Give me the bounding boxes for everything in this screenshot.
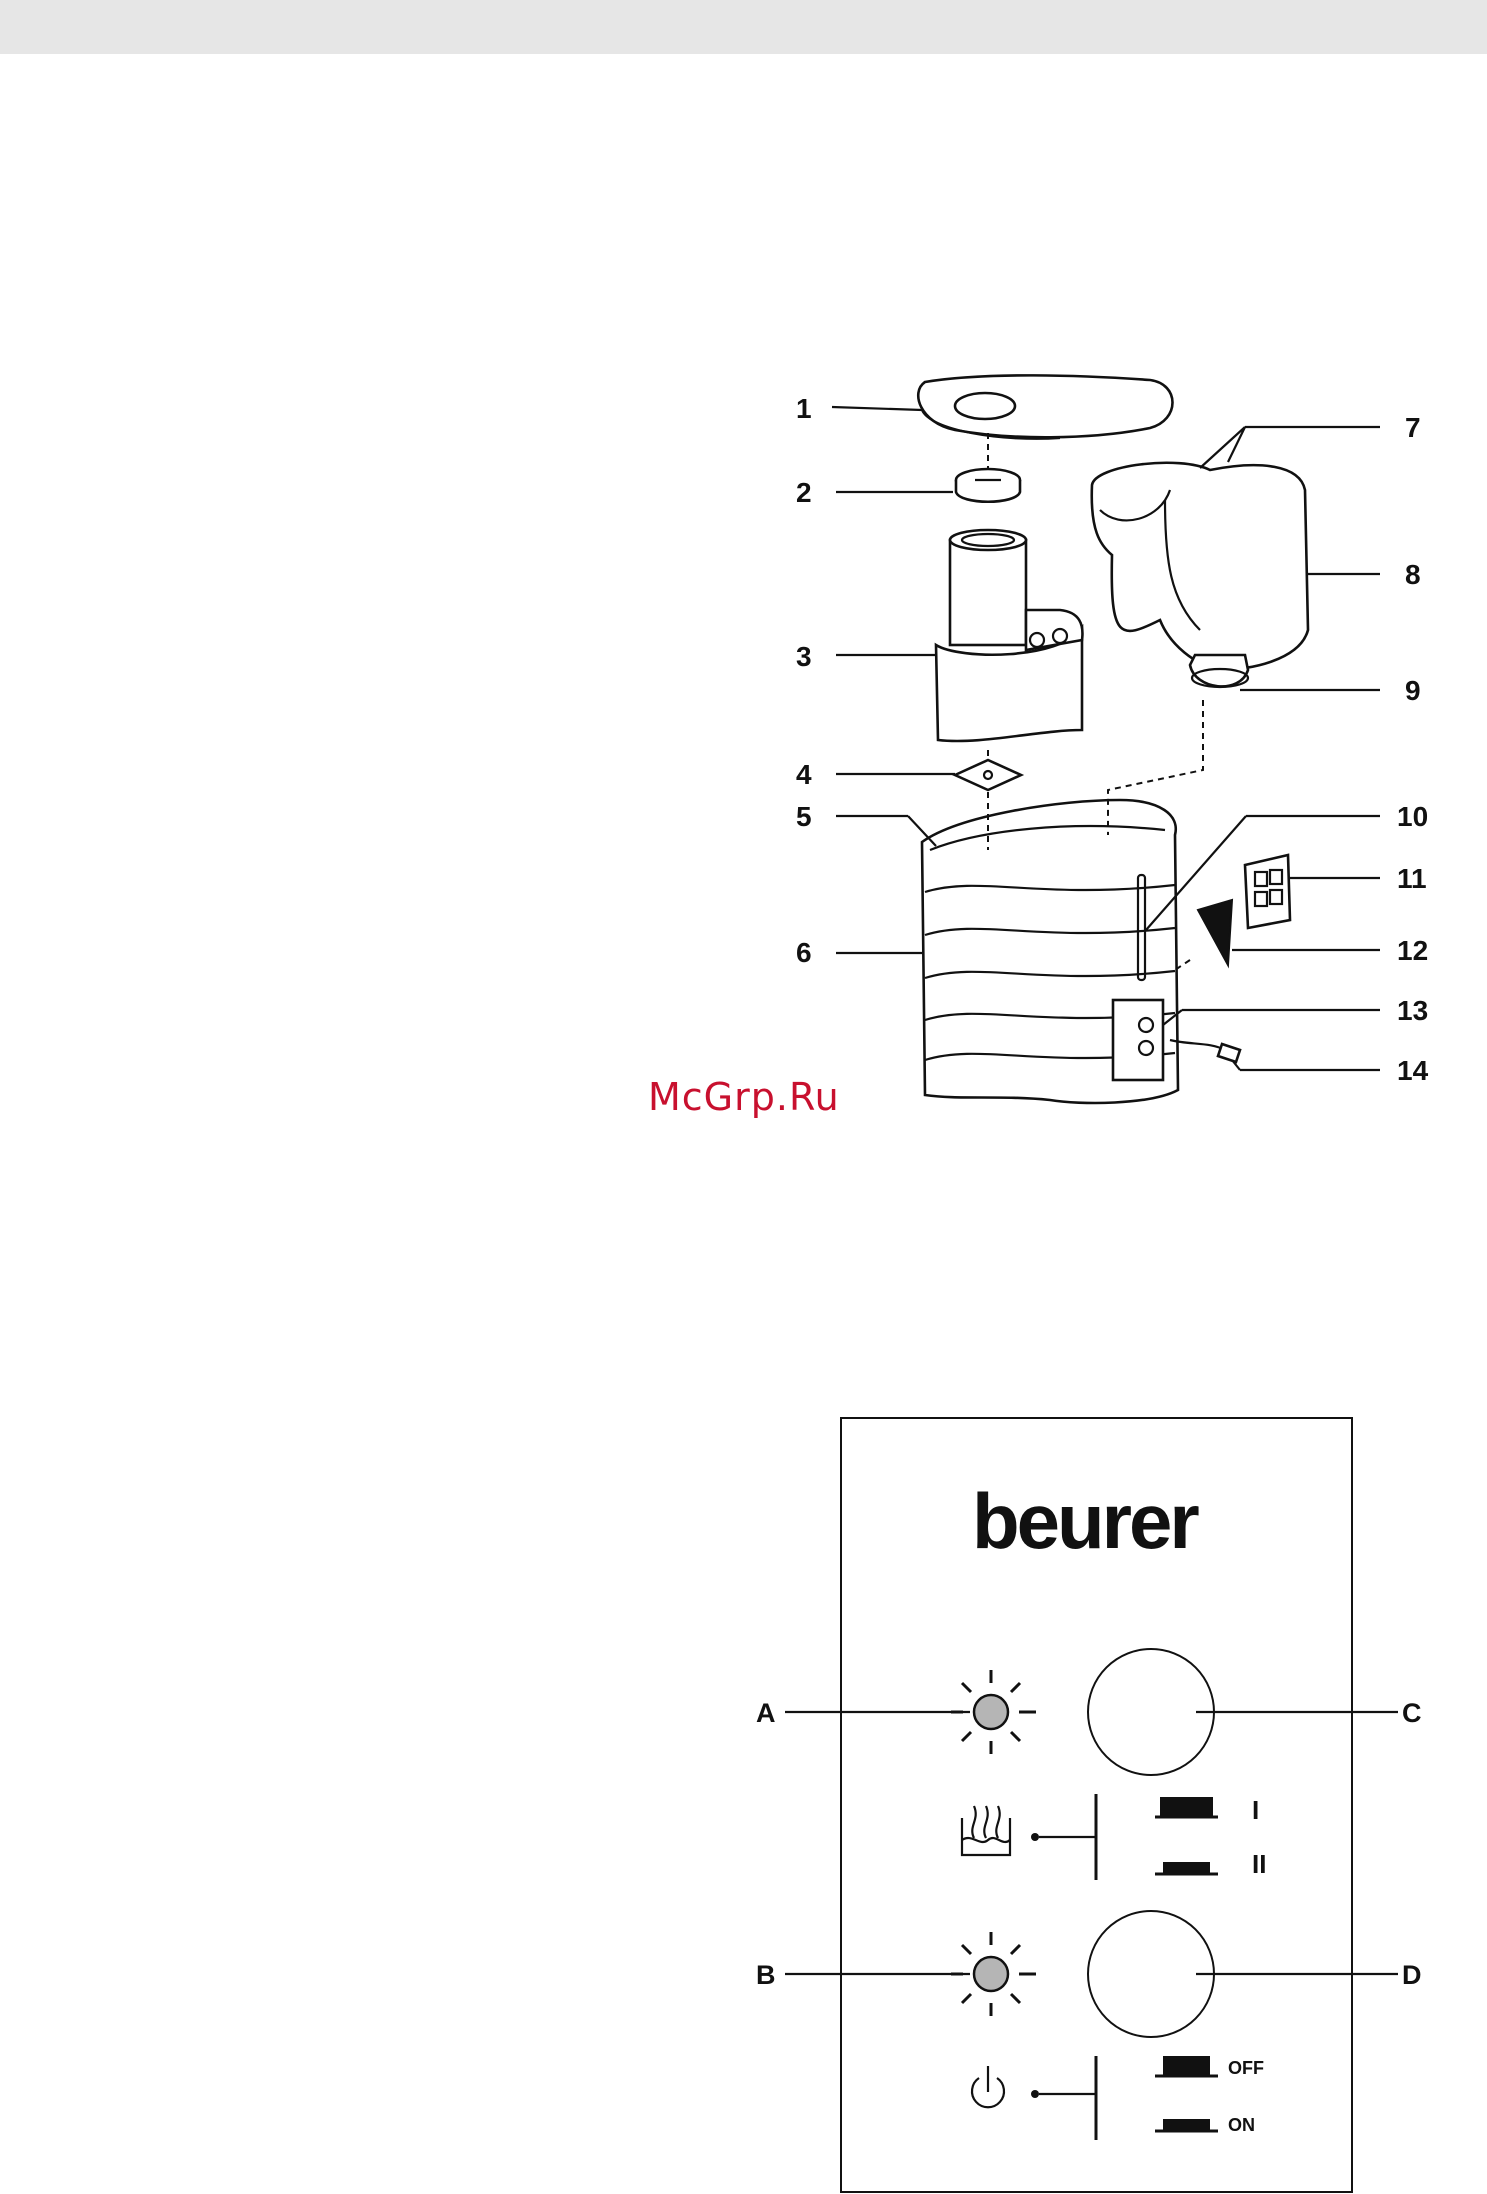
label-c: C — [1402, 1698, 1422, 1728]
level-ii-label: II — [1252, 1849, 1266, 1879]
part-base — [922, 800, 1240, 1103]
callout-11: 11 — [1397, 863, 1427, 894]
callout-6: 6 — [796, 937, 812, 968]
label-d: D — [1402, 1960, 1422, 1990]
brand-logo: beurer — [972, 1477, 1199, 1565]
callout-1: 1 — [796, 393, 812, 424]
callout-7: 7 — [1405, 412, 1421, 443]
panel-frame — [841, 1418, 1352, 2192]
knob-d[interactable] — [1088, 1911, 1214, 2037]
callout-9: 9 — [1405, 675, 1421, 706]
level-i-label: I — [1252, 1795, 1259, 1825]
part-lid — [918, 375, 1172, 438]
callout-8: 8 — [1405, 559, 1421, 590]
exploded-view-diagram: 1 2 3 4 5 6 7 8 9 10 11 12 13 14 McGrp.R… — [0, 0, 1487, 1140]
power-off-label: OFF — [1228, 2058, 1264, 2078]
steam-bath-icon — [962, 1806, 1010, 1855]
level-switch[interactable] — [1155, 1797, 1218, 1874]
label-b: B — [756, 1960, 776, 1990]
callout-14: 14 — [1397, 1055, 1429, 1086]
sun-indicator-icon-b — [951, 1932, 1036, 2016]
callout-10: 10 — [1397, 801, 1428, 832]
callout-3: 3 — [796, 641, 812, 672]
callout-12: 12 — [1397, 935, 1428, 966]
power-switch[interactable] — [1155, 2056, 1218, 2131]
callout-5: 5 — [796, 801, 812, 832]
part-cap — [956, 469, 1020, 502]
knob-c[interactable] — [1088, 1649, 1214, 1775]
callout-13: 13 — [1397, 995, 1428, 1026]
sun-indicator-icon — [951, 1670, 1036, 1754]
watermark: McGrp.Ru — [648, 1075, 840, 1119]
part-membrane — [955, 760, 1021, 790]
part-water-tank — [1092, 463, 1308, 687]
power-icon — [972, 2066, 1004, 2107]
callout-2: 2 — [796, 477, 812, 508]
part-nozzle-unit — [936, 530, 1082, 741]
label-a: A — [756, 1698, 776, 1728]
power-on-label: ON — [1228, 2115, 1255, 2135]
callout-4: 4 — [796, 759, 812, 790]
part-filter — [1198, 855, 1290, 965]
